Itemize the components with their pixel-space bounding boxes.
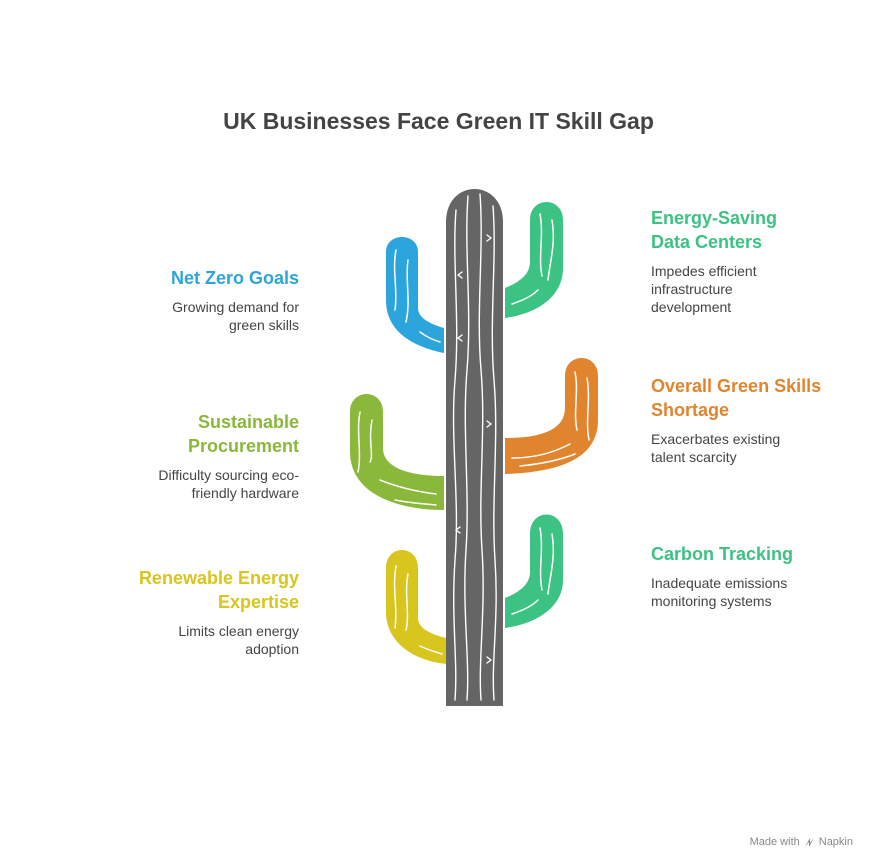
arm-shape — [386, 550, 446, 664]
footer-brand: Napkin — [818, 836, 853, 848]
footer-credit: Made with Napkin — [750, 836, 853, 848]
item-title: Carbon Tracking — [651, 544, 794, 564]
item-title: Overall Green Skills Shortage — [651, 376, 822, 420]
item-description: Difficulty sourcing eco-friendly hardwar… — [158, 467, 299, 501]
page-title: UK Businesses Face Green IT Skill Gap — [223, 108, 654, 134]
label-net-zero-goals: Net Zero Goals Growing demand for green … — [59, 266, 299, 334]
label-sustainable-procurement: Sustainable Procurement Difficulty sourc… — [59, 410, 299, 502]
item-title: Sustainable Procurement — [187, 412, 299, 456]
arm-shape — [386, 237, 444, 353]
arm-sustainable-procurement — [350, 394, 444, 510]
arm-overall-green-skills-shortage — [505, 358, 598, 474]
arm-net-zero-goals — [386, 237, 444, 353]
label-energy-saving-data-centers: Energy-Saving Data Centers Impedes effic… — [651, 206, 851, 316]
footer-made-with: Made with — [749, 836, 800, 848]
label-renewable-energy-expertise: Renewable Energy Expertise Limits clean … — [59, 566, 299, 658]
item-title: Energy-Saving Data Centers — [651, 208, 778, 252]
item-description: Limits clean energy adoption — [178, 623, 299, 657]
item-description: Exacerbates existing talent scarcity — [651, 431, 781, 465]
item-description: Growing demand for green skills — [172, 299, 299, 333]
trunk-shape — [446, 189, 503, 706]
arm-shape — [505, 202, 563, 318]
cactus-trunk — [446, 189, 503, 706]
arm-carbon-tracking — [505, 514, 563, 628]
label-carbon-tracking: Carbon Tracking Inadequate emissions mon… — [651, 542, 851, 610]
arm-energy-saving-data-centers — [505, 202, 563, 318]
napkin-logo-icon — [804, 837, 814, 847]
item-title: Net Zero Goals — [170, 268, 299, 288]
arm-shape — [505, 358, 598, 474]
arm-renewable-energy — [386, 550, 446, 664]
item-description: Inadequate emissions monitoring systems — [651, 575, 788, 609]
item-title: Renewable Energy Expertise — [138, 568, 299, 612]
arm-shape — [350, 394, 444, 510]
item-description: Impedes efficient infrastructure develop… — [651, 263, 757, 315]
label-overall-green-skills-shortage: Overall Green Skills Shortage Exacerbate… — [651, 374, 851, 466]
arm-shape — [505, 514, 563, 628]
